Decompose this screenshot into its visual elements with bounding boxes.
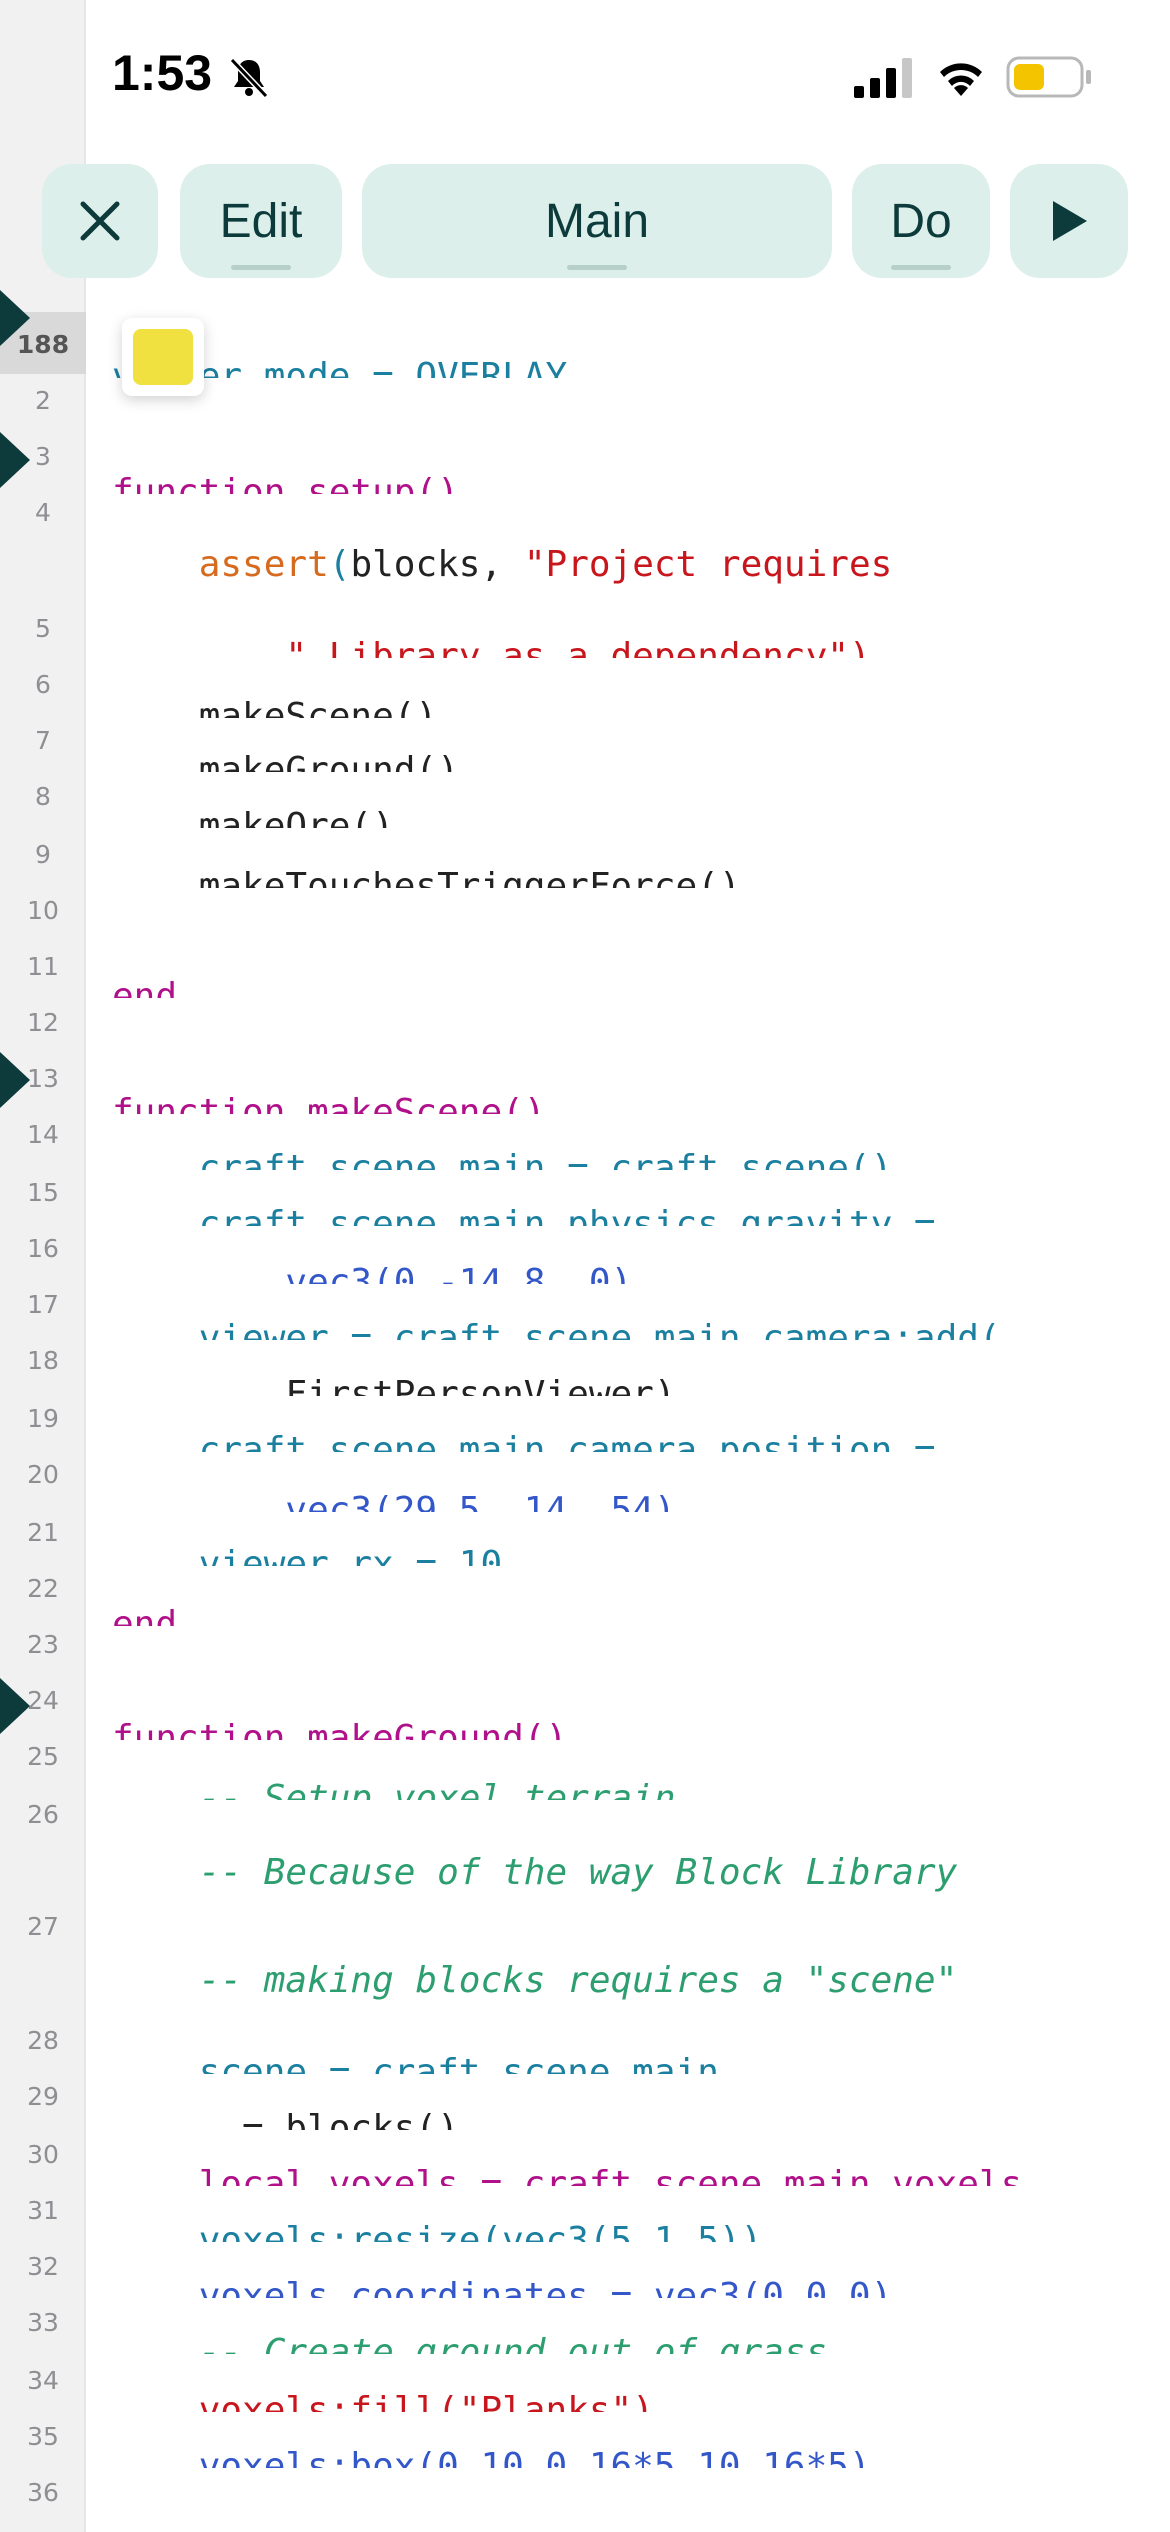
- line-number: 29: [27, 2082, 59, 2111]
- line-number: 16: [27, 1234, 59, 1263]
- line-number: 4: [35, 498, 51, 527]
- line-number: 30: [27, 2140, 59, 2169]
- do-tab[interactable]: Do: [852, 164, 990, 278]
- code-line-9[interactable]: makeTouchesTriggerForce(): [112, 866, 741, 888]
- code-line-17[interactable]: viewer = craft.scene.main.camera:add(: [112, 1318, 1001, 1340]
- line-number: 14: [27, 1120, 59, 1149]
- line-number: 15: [27, 1178, 59, 1207]
- code-line-4-text: assert(blocks, "Project requires: [198, 544, 893, 585]
- code-line-28[interactable]: scene = craft.scene.main: [112, 2052, 719, 2074]
- line-number: 32: [27, 2252, 59, 2281]
- color-swatch-popup[interactable]: [122, 318, 204, 396]
- line-number: 17: [27, 1290, 59, 1319]
- line-number: 23: [27, 1630, 59, 1659]
- code-line-19[interactable]: craft.scene.main.camera.position =: [112, 1430, 936, 1452]
- line-number: 22: [27, 1574, 59, 1603]
- code-line-30[interactable]: local voxels = craft.scene.main.voxels: [112, 2164, 1023, 2186]
- line-number: 20: [27, 1460, 59, 1489]
- line-number: 33: [27, 2308, 59, 2337]
- line-number: 36: [27, 2478, 59, 2507]
- run-button[interactable]: [1010, 164, 1128, 278]
- code-line-35[interactable]: voxels:box(0,10,0,16*5,10,16*5): [112, 2446, 871, 2468]
- line-number: 8: [35, 782, 51, 811]
- line-number: 7: [35, 726, 51, 755]
- edit-tab[interactable]: Edit: [180, 164, 342, 278]
- line-number: 3: [35, 442, 51, 471]
- do-tab-indicator: [891, 265, 951, 270]
- code-line-31[interactable]: voxels:resize(vec3(5,1,5)): [112, 2220, 763, 2242]
- code-line-3[interactable]: function setup(): [112, 472, 459, 494]
- bell-muted-icon: [229, 57, 269, 99]
- line-number: 9: [35, 840, 51, 869]
- line-number: 34: [27, 2366, 59, 2395]
- battery-icon: [1006, 56, 1091, 98]
- wifi-icon: [940, 63, 982, 96]
- code-line-21[interactable]: viewer.rx = 10: [112, 1544, 503, 1566]
- code-line-20[interactable]: vec3(29.5, 14, 54): [112, 1490, 676, 1512]
- line-number: 19: [27, 1404, 59, 1433]
- code-editor[interactable]: viewer.mode = OVERLAY function setup() a…: [88, 300, 1170, 2532]
- code-line-8[interactable]: makeOre(): [112, 806, 394, 828]
- code-line-24[interactable]: function makeGround(): [112, 1718, 568, 1740]
- line-number: 21: [27, 1518, 59, 1547]
- line-number: 31: [27, 2196, 59, 2225]
- line-number: 25: [27, 1742, 59, 1771]
- main-tab-label: Main: [544, 194, 650, 248]
- line-number: 24: [27, 1686, 59, 1715]
- do-tab-label: Do: [890, 194, 952, 248]
- cellular-signal-icon: [854, 58, 912, 98]
- line-number: 27: [27, 1912, 59, 1941]
- line-number: 5: [35, 614, 51, 643]
- code-line-16[interactable]: vec3(0,-14.8, 0): [112, 1262, 633, 1284]
- line-number: 35: [27, 2422, 59, 2451]
- code-line-13[interactable]: function makeScene(): [112, 1092, 546, 1114]
- line-number: 12: [27, 1008, 59, 1037]
- close-button[interactable]: [42, 164, 158, 278]
- main-tab-indicator: [567, 265, 627, 270]
- fold-marker[interactable]: [0, 290, 30, 346]
- fold-marker[interactable]: [0, 432, 30, 488]
- code-line-26[interactable]: -- Because of the way Block Library: [112, 1852, 958, 1893]
- status-time: 1:53: [112, 45, 213, 101]
- line-number: 28: [27, 2026, 59, 2055]
- line-number: 11: [27, 952, 59, 981]
- code-line-11[interactable]: end: [112, 976, 178, 998]
- code-line-22[interactable]: end: [112, 1604, 178, 1626]
- edit-tab-indicator: [231, 265, 291, 270]
- code-line-34[interactable]: voxels:fill("Planks"): [112, 2390, 654, 2412]
- code-line-5[interactable]: " Library as a dependency"): [112, 636, 871, 658]
- line-number: 13: [27, 1064, 59, 1093]
- code-line-27[interactable]: -- making blocks requires a "scene": [112, 1960, 958, 2001]
- edit-tab-label: Edit: [219, 194, 303, 248]
- code-line-6[interactable]: makeScene(): [112, 696, 438, 718]
- code-line-4[interactable]: assert(blocks, "Project requires: [112, 544, 893, 596]
- code-line-33[interactable]: -- Create ground out of grass: [112, 2332, 828, 2354]
- close-icon: [80, 201, 120, 241]
- code-line-25[interactable]: -- Setup voxel terrain: [112, 1778, 676, 1800]
- code-line-7[interactable]: makeGround(): [112, 750, 459, 772]
- code-line-29[interactable]: = blocks(): [112, 2108, 459, 2130]
- line-number: 2: [35, 386, 51, 415]
- code-line-15[interactable]: craft.scene.main.physics.gravity =: [112, 1204, 936, 1226]
- code-line-14[interactable]: craft.scene.main = craft.scene(): [112, 1148, 893, 1170]
- line-number: 18: [27, 1346, 59, 1375]
- main-tab[interactable]: Main: [362, 164, 832, 278]
- code-line-18[interactable]: FirstPersonViewer): [112, 1374, 676, 1396]
- line-number: 26: [27, 1800, 59, 1829]
- code-line-32[interactable]: voxels.coordinates = vec3(0,0,0): [112, 2276, 893, 2298]
- play-icon: [1053, 201, 1087, 241]
- line-number: 6: [35, 670, 51, 699]
- color-swatch[interactable]: [133, 329, 193, 385]
- line-number: 10: [27, 896, 59, 925]
- fold-marker[interactable]: [0, 1052, 30, 1108]
- fold-marker[interactable]: [0, 1678, 30, 1734]
